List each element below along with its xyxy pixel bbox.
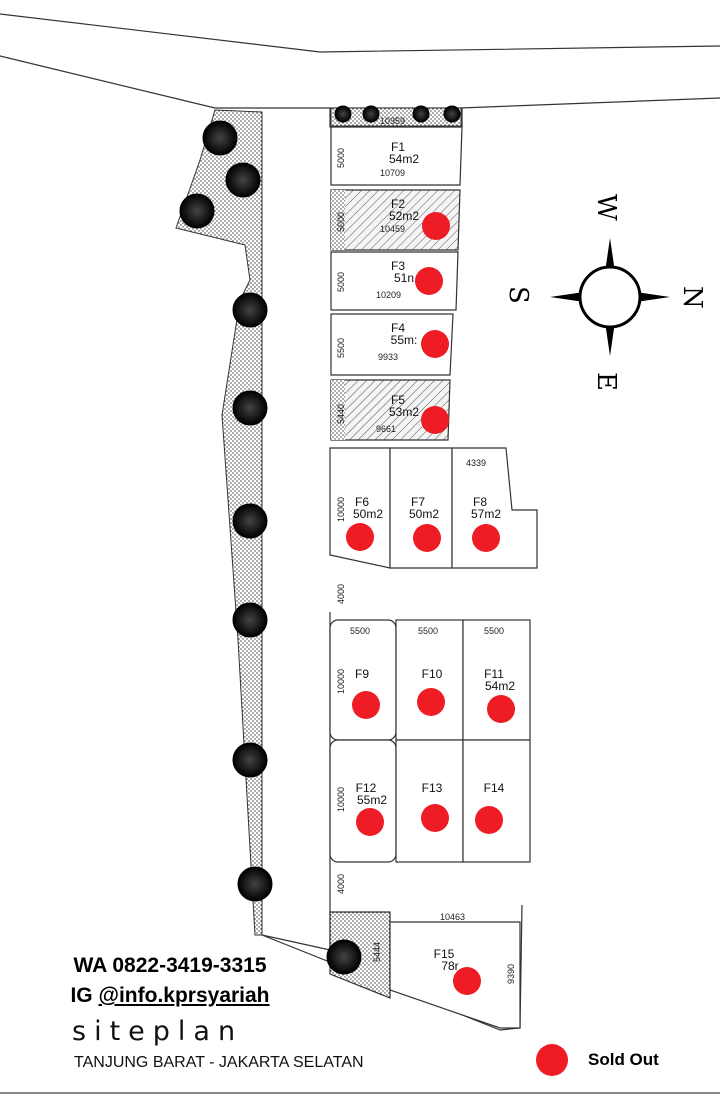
lot-area-f12: 55m2 — [357, 793, 387, 807]
sold-marker-f2 — [422, 212, 450, 240]
dim-f1-width: 10709 — [380, 168, 405, 178]
sold-marker-f10 — [417, 688, 445, 716]
legend: Sold Out — [536, 1044, 659, 1076]
sold-marker-f3 — [415, 267, 443, 295]
dim-row3-w1: 5500 — [350, 626, 370, 636]
sold-marker-f11 — [487, 695, 515, 723]
lot-area-f8: 57m2 — [471, 507, 501, 521]
lot-id-f11: F11 — [484, 667, 504, 681]
lot-id-f8: F8 — [473, 495, 487, 509]
lot-area-f6: 50m2 — [353, 507, 383, 521]
lot-id-f12: F12 — [356, 781, 377, 795]
sold-marker-f8 — [472, 524, 500, 552]
lot-area-f7: 50m2 — [409, 507, 439, 521]
lot-id-f10: F10 — [422, 667, 443, 681]
compass-label-left: S — [503, 286, 533, 304]
lot-id-f3: F3 — [391, 259, 405, 273]
dim-f3-depth: 5000 — [336, 272, 346, 292]
sold-marker-f14 — [475, 806, 503, 834]
dim-road1: 4000 — [336, 584, 346, 604]
compass-label-right: N — [677, 286, 707, 309]
lot-area-f4: 55m: — [391, 333, 418, 347]
dim-f15-depth-left: 5444 — [372, 942, 382, 962]
compass-label-bottom: E — [591, 372, 621, 391]
lot-id-f2: F2 — [391, 197, 405, 211]
lot-area-f2: 52m2 — [389, 209, 419, 223]
main-road — [0, 13, 720, 109]
dim-row3-w3: 5500 — [484, 626, 504, 636]
lot-area-f1: 54m2 — [389, 152, 419, 166]
dim-f15-width: 10463 — [440, 912, 465, 922]
dim-f4-depth: 5500 — [336, 338, 346, 358]
sold-marker-f6 — [346, 523, 374, 551]
legend-label: Sold Out — [588, 1050, 659, 1069]
lot-area-f5: 53m2 — [389, 405, 419, 419]
dim-f3-width: 10209 — [376, 290, 401, 300]
sold-marker-f7 — [413, 524, 441, 552]
lot-id-f4: F4 — [391, 321, 405, 335]
compass-label-top: W — [591, 194, 621, 221]
dim-f15-depth-right: 9390 — [506, 964, 516, 984]
lot-id-f7: F7 — [411, 495, 425, 509]
sold-marker-f13 — [421, 804, 449, 832]
sold-marker-f5 — [421, 406, 449, 434]
lot-area-f3: 51n — [394, 271, 414, 285]
dim-road2: 4000 — [336, 874, 346, 894]
dim-top-width: 10959 — [380, 116, 405, 126]
dim-f2-width: 10459 — [380, 224, 405, 234]
instagram-handle-link[interactable]: @info.kprsyariah — [98, 984, 270, 1007]
dim-row3-w2: 5500 — [418, 626, 438, 636]
dim-f4-width: 9933 — [378, 352, 398, 362]
bottom-divider — [0, 1092, 720, 1094]
lot-f15 — [329, 911, 521, 1029]
lot-id-f15: F15 — [434, 947, 455, 961]
dim-f5-depth: 5440 — [336, 404, 346, 424]
instagram-prefix: IG — [70, 984, 99, 1007]
dim-f12-depth: 10000 — [336, 787, 346, 812]
lot-id-f13: F13 — [422, 781, 443, 795]
tree-icons — [179, 105, 461, 975]
siteplan-title: siteplan — [72, 1016, 244, 1047]
lot-labels: F154m2F252m2F351nF455m:F553m2F650m2F750m… — [353, 140, 515, 973]
dim-f9-depth: 10000 — [336, 669, 346, 694]
sold-marker-f12 — [356, 808, 384, 836]
location-caption: TANJUNG BARAT - JAKARTA SELATAN — [74, 1054, 364, 1071]
dim-f6-depth: 10000 — [336, 497, 346, 522]
lot-id-f14: F14 — [484, 781, 505, 795]
lot-id-f9: F9 — [355, 667, 369, 681]
whatsapp-contact: WA 0822-3419-3315 — [73, 954, 267, 977]
lot-area-f15: 78r — [441, 959, 458, 973]
legend-sold-marker — [536, 1044, 568, 1076]
lot-id-f1: F1 — [391, 140, 405, 154]
lot-id-f5: F5 — [391, 393, 405, 407]
instagram-contact: IG @info.kprsyariah — [0, 984, 340, 1008]
dim-f2-depth: 5000 — [336, 212, 346, 232]
compass-icon: W N E S — [503, 194, 707, 391]
lot-area-f11: 54m2 — [485, 679, 515, 693]
dim-f5-width: 9661 — [376, 424, 396, 434]
sold-marker-f9 — [352, 691, 380, 719]
sold-marker-f15 — [453, 967, 481, 995]
sold-markers — [346, 212, 515, 995]
sold-marker-f4 — [421, 330, 449, 358]
lot-id-f6: F6 — [355, 495, 369, 509]
dim-f1-depth: 5000 — [336, 148, 346, 168]
dim-f8-width: 4339 — [466, 458, 486, 468]
dimension-labels: 10959 10709 10459 10209 9933 9661 4339 5… — [336, 116, 516, 984]
